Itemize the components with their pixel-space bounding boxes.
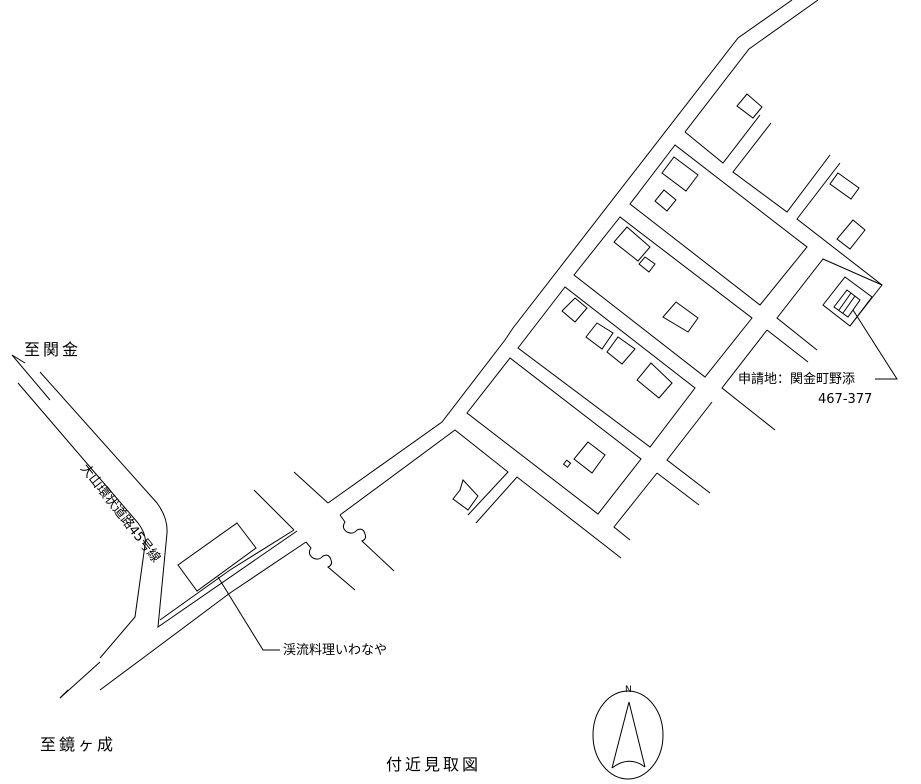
site-parcel <box>822 276 873 327</box>
blocks <box>466 114 883 541</box>
north-label: N <box>625 685 632 695</box>
restaurant-building <box>177 522 257 592</box>
north-destination-label: 至関金 <box>24 340 82 359</box>
highway-45 <box>11 354 298 659</box>
north-arrow-icon <box>592 690 664 780</box>
site-leader <box>852 309 898 380</box>
landmark-leader <box>217 576 280 651</box>
landmark-label: 渓流料理いわなや <box>283 643 388 658</box>
site-building <box>833 289 861 318</box>
map-title: 付近見取図 <box>386 755 482 774</box>
site-lot-number: 467-377 <box>818 392 873 407</box>
site-label: 申請地：関金町野添 <box>738 372 856 387</box>
bridge <box>253 471 395 591</box>
south-destination-label: 至鏡ヶ成 <box>40 735 117 754</box>
main-road <box>59 0 819 699</box>
buildings <box>177 93 873 592</box>
